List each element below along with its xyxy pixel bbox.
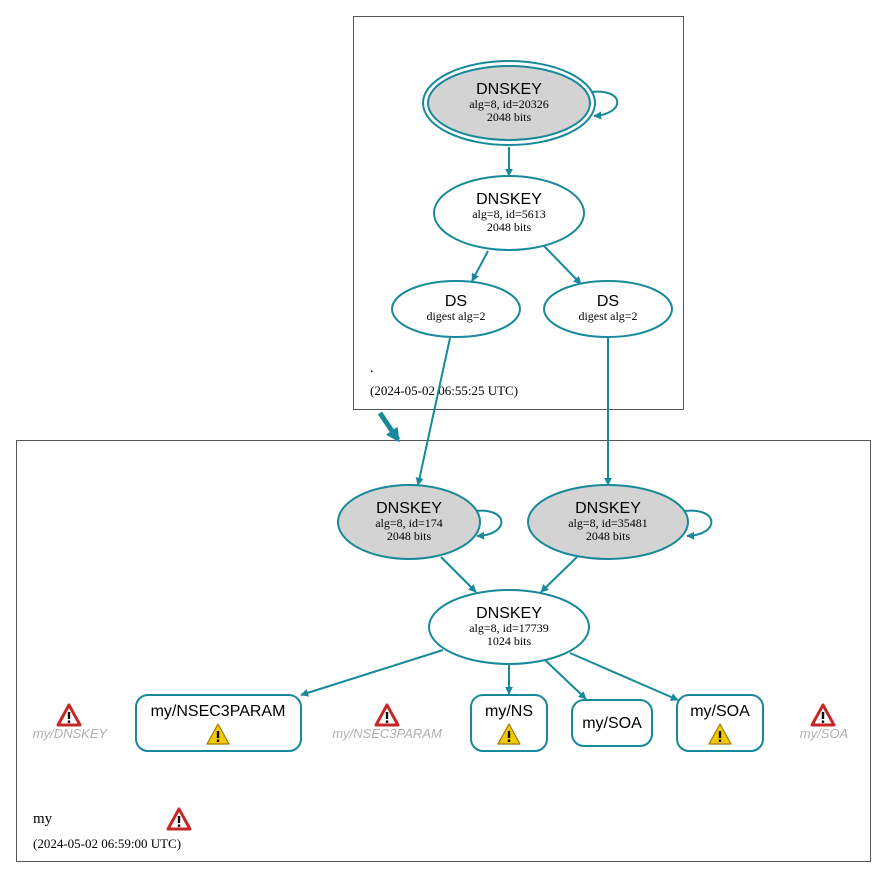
node-title: DS bbox=[445, 293, 467, 310]
node-title: DS bbox=[597, 293, 619, 310]
ghost-label: my/SOA bbox=[800, 726, 848, 741]
node-line1: alg=8, id=35481 bbox=[568, 516, 648, 530]
node-my-zsk[interactable]: DNSKEY alg=8, id=17739 1024 bits bbox=[428, 589, 590, 665]
edge-my-ksk-174-self bbox=[473, 509, 503, 540]
edge-zsk-to-soa-b bbox=[569, 652, 679, 701]
warning-yellow-icon bbox=[497, 723, 521, 745]
zone-root-timestamp: (2024-05-02 06:55:25 UTC) bbox=[370, 383, 518, 398]
node-my-ksk-35481[interactable]: DNSKEY alg=8, id=35481 2048 bits bbox=[527, 484, 689, 560]
rrset-label: my/SOA bbox=[582, 715, 642, 732]
edge-my-ksk-35481-to-zsk bbox=[540, 556, 578, 593]
edge-zsk-to-nsec3param bbox=[300, 649, 444, 697]
edge-my-ksk-174-to-zsk bbox=[440, 556, 477, 593]
node-line1: alg=8, id=20326 bbox=[469, 97, 549, 111]
error-red-icon bbox=[56, 703, 82, 727]
warning-yellow-icon bbox=[206, 723, 230, 745]
node-line2: 2048 bits bbox=[487, 220, 532, 234]
rrset-soa-a[interactable]: my/SOA bbox=[571, 699, 653, 747]
warning-yellow-icon bbox=[708, 723, 732, 745]
edge-my-ksk-35481-self bbox=[683, 509, 713, 540]
ghost-node-my-dnskey[interactable]: my/DNSKEY bbox=[33, 703, 109, 741]
edge-ds-1-to-my-ksk-174 bbox=[415, 337, 451, 486]
node-title: DNSKEY bbox=[476, 191, 542, 208]
error-red-icon bbox=[374, 703, 400, 727]
ghost-label: my/DNSKEY bbox=[33, 726, 109, 741]
rrset-ns[interactable]: my/NS bbox=[470, 694, 548, 752]
node-title: DNSKEY bbox=[476, 605, 542, 622]
rrset-label: my/NSEC3PARAM bbox=[151, 703, 286, 720]
ghost-label: my/NSEC3PARAM bbox=[332, 726, 442, 741]
rrset-label: my/NS bbox=[485, 703, 533, 720]
node-line2: 2048 bits bbox=[487, 110, 532, 124]
rrset-soa-b[interactable]: my/SOA bbox=[676, 694, 764, 752]
ghost-node-my-nsec3param[interactable]: my/NSEC3PARAM bbox=[332, 703, 442, 741]
edge-delegation-root-to-my bbox=[377, 411, 401, 443]
edge-root-zsk-to-ds-1 bbox=[471, 250, 489, 282]
zone-my-error-icon[interactable] bbox=[166, 807, 192, 831]
zone-root-box bbox=[353, 16, 684, 410]
node-line1: alg=8, id=17739 bbox=[469, 621, 549, 635]
edge-root-zsk-to-ds-2 bbox=[543, 245, 582, 285]
node-line2: 2048 bits bbox=[387, 529, 432, 543]
zone-root-name: . bbox=[370, 361, 374, 376]
node-line2: 2048 bits bbox=[586, 529, 631, 543]
node-line1: alg=8, id=174 bbox=[375, 516, 443, 530]
edge-root-ksk-self bbox=[590, 90, 619, 120]
node-ds-2[interactable]: DS digest alg=2 bbox=[543, 280, 673, 338]
rrset-label: my/SOA bbox=[690, 703, 750, 720]
zone-my-timestamp: (2024-05-02 06:59:00 UTC) bbox=[33, 836, 181, 851]
edge-zsk-to-soa-a bbox=[544, 659, 587, 700]
error-red-icon bbox=[810, 703, 836, 727]
zone-my-box bbox=[16, 440, 871, 862]
ghost-node-my-soa[interactable]: my/SOA bbox=[800, 703, 848, 741]
rrset-nsec3param[interactable]: my/NSEC3PARAM bbox=[135, 694, 302, 752]
node-title: DNSKEY bbox=[575, 500, 641, 517]
node-root-zsk[interactable]: DNSKEY alg=8, id=5613 2048 bits bbox=[433, 175, 585, 251]
node-line2: 1024 bits bbox=[487, 634, 532, 648]
node-root-ksk[interactable]: DNSKEY alg=8, id=20326 2048 bits bbox=[422, 60, 596, 146]
node-title: DNSKEY bbox=[376, 500, 442, 517]
zone-my-name: my bbox=[33, 811, 53, 827]
node-line1: alg=8, id=5613 bbox=[472, 207, 546, 221]
node-title: DNSKEY bbox=[476, 81, 542, 98]
node-ds-1[interactable]: DS digest alg=2 bbox=[391, 280, 521, 338]
node-line1: digest alg=2 bbox=[426, 309, 485, 323]
node-line1: digest alg=2 bbox=[578, 309, 637, 323]
node-my-ksk-174[interactable]: DNSKEY alg=8, id=174 2048 bits bbox=[337, 484, 481, 560]
